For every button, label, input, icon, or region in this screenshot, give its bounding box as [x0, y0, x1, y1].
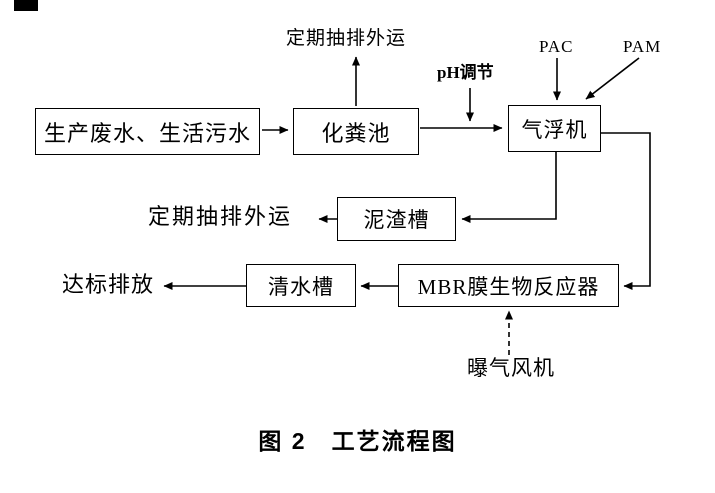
- node-septic-tank: 化粪池: [293, 108, 419, 155]
- node-mbr-label: MBR膜生物反应器: [417, 274, 600, 299]
- node-clean-water-tank: 清水槽: [246, 264, 356, 307]
- scan-artifact: [14, 0, 38, 11]
- label-pac: PAC: [539, 37, 574, 56]
- label-haul-away-left: 定期抽排外运: [148, 204, 293, 229]
- node-mbr: MBR膜生物反应器: [398, 264, 619, 307]
- arrow-pam-dosing: [585, 57, 640, 100]
- arrow-flotation-to-sludge: [461, 152, 557, 223]
- label-discharge: 达标排放: [62, 272, 155, 297]
- label-pam: PAM: [623, 37, 662, 56]
- label-ph-adjust: pH调节: [437, 63, 494, 82]
- node-clean-water-tank-label: 清水槽: [268, 274, 334, 299]
- node-influent-label: 生产废水、生活污水: [43, 120, 251, 146]
- node-sludge-tank-label: 泥渣槽: [363, 208, 430, 232]
- label-haul-away-top: 定期抽排外运: [286, 28, 407, 49]
- node-air-flotation-label: 气浮机: [521, 117, 588, 142]
- arrow-flotation-to-mbr: [601, 132, 651, 290]
- node-sludge-tank: 泥渣槽: [337, 197, 456, 241]
- node-septic-tank-label: 化粪池: [321, 120, 391, 146]
- node-influent: 生产废水、生活污水: [35, 108, 260, 155]
- figure-caption: 图 2 工艺流程图: [258, 428, 457, 454]
- node-air-flotation: 气浮机: [508, 105, 601, 152]
- label-aeration-blower: 曝气风机: [467, 356, 555, 380]
